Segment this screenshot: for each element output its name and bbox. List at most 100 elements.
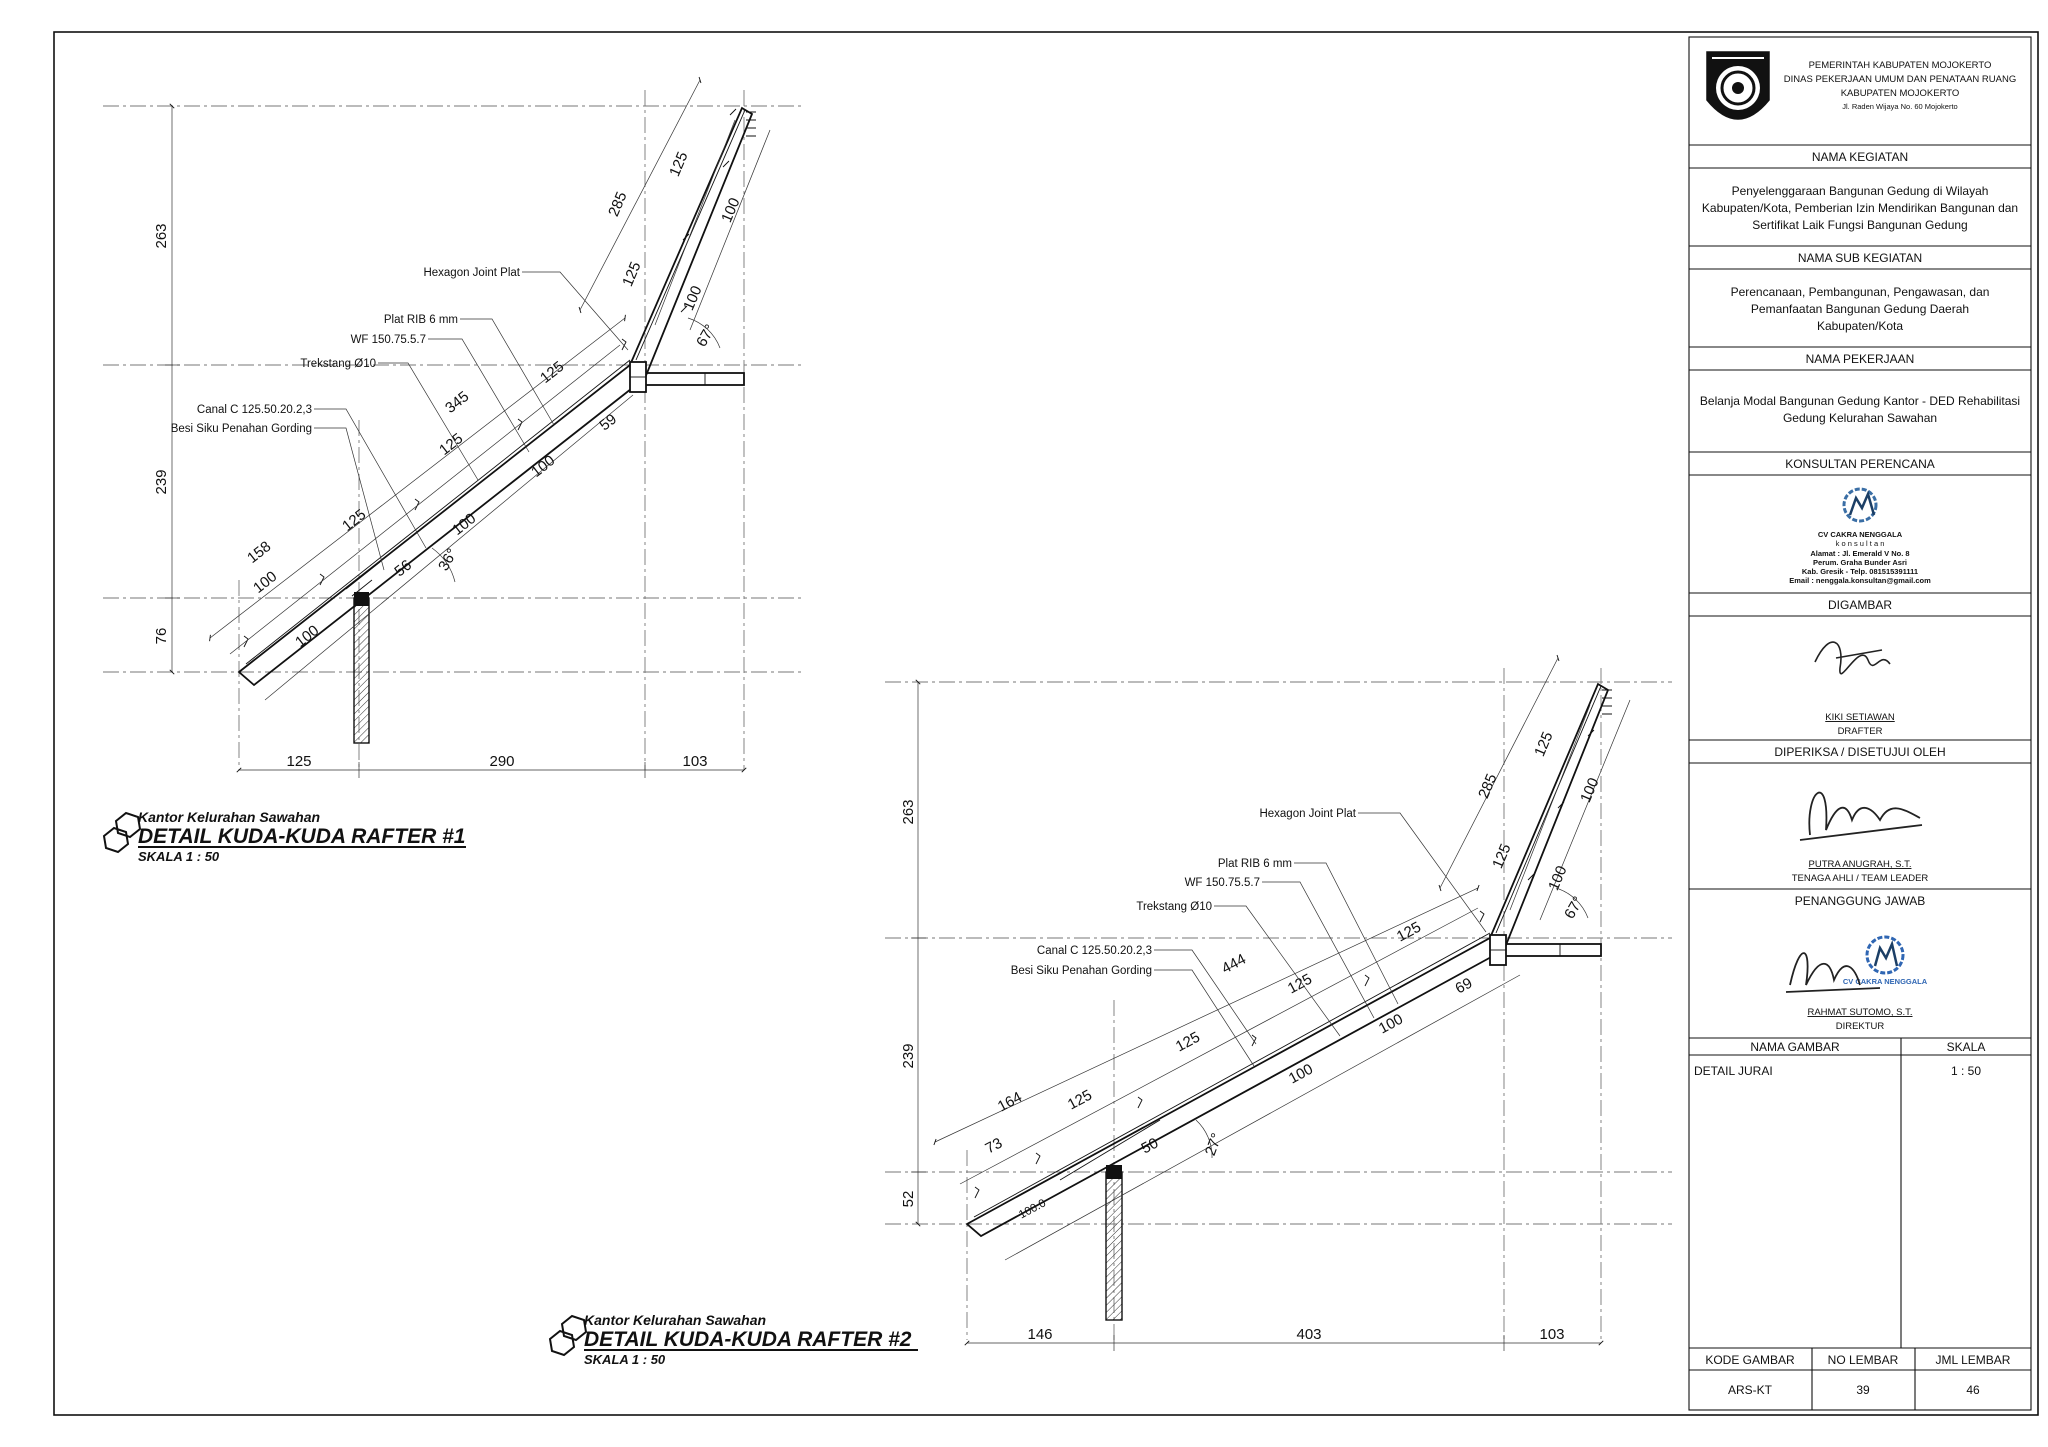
sub-line-1: Perencanaan, Pembangunan, Pengawasan, da…	[1731, 285, 1990, 299]
title-block: PEMERINTAH KABUPATEN MOJOKERTO DINAS PEK…	[1688, 36, 2032, 1411]
konsultan-header: KONSULTAN PERENCANA	[1785, 457, 1935, 471]
digambar-header: DIGAMBAR	[1828, 598, 1892, 612]
caption2-title: DETAIL KUDA-KUDA RAFTER #2	[584, 1328, 912, 1351]
kode-value: ARS-KT	[1728, 1383, 1773, 1397]
label2-wf: WF 150.75.5.7	[1185, 877, 1260, 889]
dim-lower-in3: 100	[449, 510, 479, 539]
dim2-h-mid: 403	[1296, 1326, 1321, 1343]
dim2-h-right: 103	[1539, 1326, 1564, 1343]
konsultan-line-4: Email : nenggala.konsultan@gmail.com	[1789, 576, 1931, 585]
caption-rafter-2: Kantor Kelurahan Sawahan DETAIL KUDA-KUD…	[548, 1312, 918, 1367]
company-stamp: CV CAKRA NENGGALA	[1843, 935, 1928, 986]
diperiksa-name: PUTRA ANUGRAH, S.T.	[1809, 859, 1912, 870]
dim-lower-seg2: 125	[436, 430, 466, 459]
dim-v-bot: 76	[153, 628, 170, 645]
gov-line-2: DINAS PEKERJAAN UMUM DAN PENATAAN RUANG	[1784, 74, 2016, 85]
diperiksa-header: DIPERIKSA / DISETUJUI OLEH	[1774, 745, 1945, 759]
lembar-value: 39	[1856, 1383, 1870, 1397]
dim-upper-angle: 67°	[693, 322, 719, 350]
pekerjaan-line-1: Belanja Modal Bangunan Gedung Kantor - D…	[1700, 394, 2020, 408]
dim2-lower-seg4: 125	[1394, 919, 1424, 946]
nama-gambar-value: DETAIL JURAI	[1694, 1064, 1773, 1078]
skala-header: SKALA	[1947, 1040, 1986, 1054]
signature-director	[1785, 952, 1881, 993]
dim-h-mid: 290	[489, 753, 514, 770]
kode-header: KODE GAMBAR	[1705, 1353, 1795, 1367]
label-hexagon: Hexagon Joint Plat	[423, 267, 520, 279]
label2-hexagon: Hexagon Joint Plat	[1259, 808, 1356, 820]
government-seal-logo	[1706, 51, 1770, 120]
dim-lower-end: 158	[244, 538, 274, 567]
drawing-rafter-1: 263 239 76 125 290 103	[102, 76, 805, 864]
dim2-lower-seg1: 125	[1065, 1087, 1095, 1114]
dim-upper-seg2: 125	[619, 259, 644, 289]
diperiksa-role: TENAGA AHLI / TEAM LEADER	[1792, 873, 1929, 884]
dim-lower-total: 345	[442, 388, 472, 417]
dim2-upper-seg1: 125	[1531, 729, 1556, 759]
dim2-lower-angle: 27°	[1202, 1131, 1226, 1158]
dim2-lower-seg2: 125	[1173, 1029, 1203, 1056]
dim-lower-in1: 100	[250, 568, 280, 597]
konsultan-line-2: Perum. Graha Bunder Asri	[1813, 558, 1907, 567]
sub-line-2: Pemanfaatan Bangunan Gedung Daerah	[1751, 302, 1969, 316]
skala-value: 1 : 50	[1951, 1064, 1981, 1078]
label-canal: Canal C 125.50.20.2,3	[197, 404, 312, 416]
dim2-upper-seg2: 125	[1489, 841, 1514, 871]
nama-gambar-header: NAMA GAMBAR	[1750, 1040, 1840, 1054]
jml-header: JML LEMBAR	[1936, 1353, 2011, 1367]
label2-canal: Canal C 125.50.20.2,3	[1037, 945, 1152, 957]
jml-value: 46	[1966, 1383, 1980, 1397]
konsultan-name: CV CAKRA NENGGALA	[1818, 530, 1903, 539]
konsultan-tag: k o n s u l t a n	[1836, 539, 1885, 548]
dim2-upper-in1: 100	[1577, 775, 1602, 805]
pekerjaan-line-2: Gedung Kelurahan Sawahan	[1783, 411, 1937, 425]
digambar-name: KIKI SETIAWAN	[1825, 712, 1895, 723]
dim2-v-top: 263	[900, 799, 917, 824]
konsultan-logo	[1842, 487, 1878, 523]
kegiatan-line-1: Penyelenggaraan Bangunan Gedung di Wilay…	[1732, 184, 1989, 198]
drawing-rafter-2: 263 239 52 146 403 103	[548, 654, 1672, 1367]
caption-title: DETAIL KUDA-KUDA RAFTER #1	[138, 825, 465, 848]
caption-sub: Kantor Kelurahan Sawahan	[138, 809, 320, 825]
dim-lower-angle: 36°	[435, 546, 461, 574]
label-plat-rib: Plat RIB 6 mm	[384, 314, 458, 326]
penanggung-name: RAHMAT SUTOMO, S.T.	[1807, 1007, 1912, 1018]
caption2-sub: Kantor Kelurahan Sawahan	[584, 1312, 766, 1328]
kegiatan-header: NAMA KEGIATAN	[1812, 150, 1908, 164]
label-wf: WF 150.75.5.7	[351, 334, 426, 346]
column-2	[1105, 1171, 1123, 1321]
caption-scale: SKALA 1 : 50	[138, 849, 220, 864]
dim-h-left: 125	[286, 753, 311, 770]
konsultan-line-1: Alamat : Jl. Emerald V No. 8	[1810, 549, 1909, 558]
horizontal-stub-2	[1503, 943, 1602, 957]
dim-v-top: 263	[153, 223, 170, 248]
stamp-text: CV CAKRA NENGGALA	[1843, 977, 1928, 986]
lower-rafter-2	[965, 936, 1506, 1238]
dim-h-right: 103	[682, 753, 707, 770]
dim-v-mid: 239	[153, 469, 170, 494]
dim2-upper-total: 285	[1475, 771, 1500, 801]
dim2-lower-in2: 100	[1376, 1011, 1406, 1038]
pekerjaan-header: NAMA PEKERJAAN	[1806, 352, 1915, 366]
sub-header: NAMA SUB KEGIATAN	[1798, 251, 1922, 265]
dim-lower-seg1: 125	[339, 506, 369, 535]
dim2-lower-in1: 100	[1286, 1061, 1316, 1088]
dim-lower-56: 56	[391, 557, 415, 581]
dim-upper-in2: 100	[680, 283, 705, 313]
dim-upper-total: 285	[605, 189, 630, 219]
label2-plat-rib: Plat RIB 6 mm	[1218, 858, 1292, 870]
digambar-role: DRAFTER	[1838, 726, 1883, 737]
gov-line-1: PEMERINTAH KABUPATEN MOJOKERTO	[1809, 60, 1992, 71]
dim2-h-left: 146	[1027, 1326, 1052, 1343]
purlin-marks	[243, 108, 737, 648]
dim2-v-bot: 52	[900, 1191, 917, 1208]
sub-line-3: Kabupaten/Kota	[1817, 319, 1903, 333]
caption2-scale: SKALA 1 : 50	[584, 1352, 666, 1367]
gov-line-3: KABUPATEN MOJOKERTO	[1841, 88, 1960, 99]
caption-rafter-1: Kantor Kelurahan Sawahan DETAIL KUDA-KUD…	[102, 809, 466, 864]
dim-upper-seg1: 125	[666, 149, 691, 179]
label-besi-siku: Besi Siku Penahan Gording	[171, 423, 312, 435]
dim2-lower-69: 69	[1453, 975, 1476, 998]
dim2-lower-73: 73	[983, 1135, 1006, 1158]
